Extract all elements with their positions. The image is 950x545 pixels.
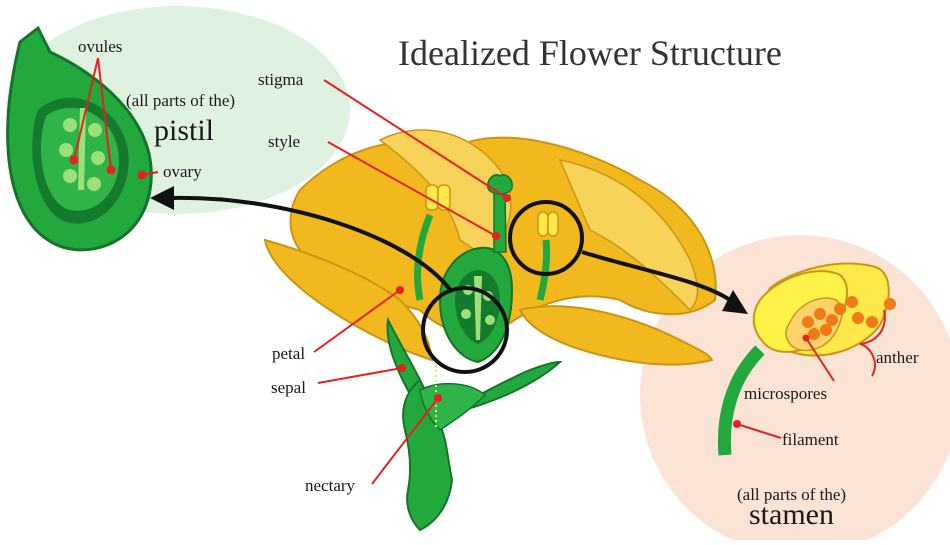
label-sepal: sepal (271, 378, 306, 398)
diagram-title: Idealized Flower Structure (398, 32, 782, 74)
label-anther: anther (876, 348, 918, 368)
label-style: style (268, 132, 300, 152)
label-pistil-note: (all parts of the) (126, 91, 235, 111)
label-microspores: microspores (744, 384, 827, 404)
label-petal: petal (272, 344, 305, 364)
label-filament: filament (782, 430, 839, 450)
label-pistil: pistil (154, 114, 214, 148)
label-ovary: ovary (163, 162, 202, 182)
label-nectary: nectary (305, 476, 355, 496)
label-stamen: stamen (749, 498, 834, 532)
flower (265, 130, 716, 530)
label-ovules: ovules (78, 37, 122, 57)
label-stigma: stigma (258, 70, 303, 90)
